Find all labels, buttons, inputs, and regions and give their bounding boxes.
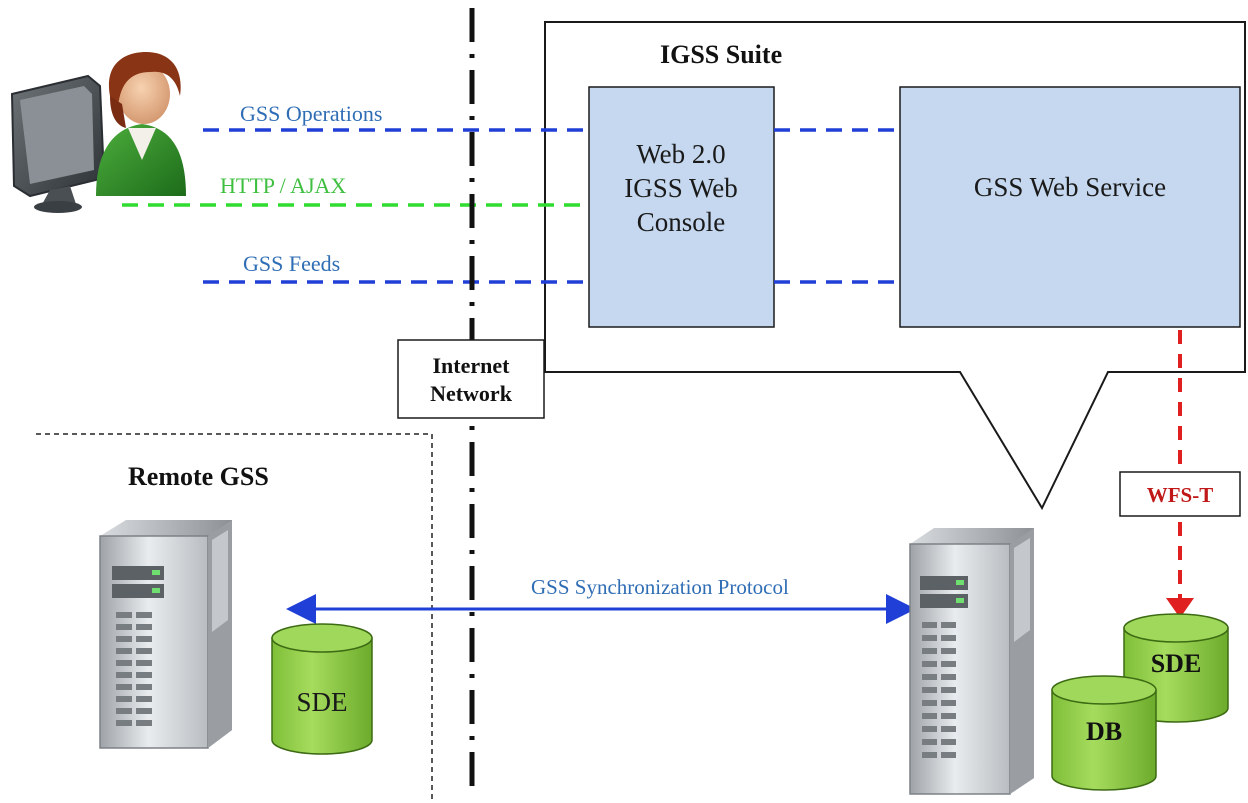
gss-web-service-label: GSS Web Service: [974, 172, 1166, 202]
web-console-label-line2: IGSS Web: [624, 173, 738, 203]
local-server-icon: [909, 528, 1034, 795]
remote-gss-title: Remote GSS: [128, 462, 269, 491]
sync-protocol-label: GSS Synchronization Protocol: [531, 575, 789, 599]
wfs-t-box: [1119, 471, 1241, 517]
feeds-link-label: GSS Feeds: [243, 251, 340, 276]
remote-gss-region: [36, 433, 433, 800]
operations-link-label: GSS Operations: [240, 101, 382, 126]
gss-web-service-box: [899, 86, 1241, 328]
local-db-database-icon: [1051, 675, 1157, 791]
web-console-label-line3: Console: [637, 207, 726, 237]
igss-suite-title: IGSS Suite: [660, 40, 782, 69]
local-sde-label: SDE: [1151, 649, 1202, 678]
internet-network-label-line2: Network: [430, 381, 513, 406]
web-console-box: [588, 86, 775, 328]
internet-network-label-line1: Internet: [433, 353, 511, 378]
internet-network-box: [397, 339, 545, 419]
web-console-label-line1: Web 2.0: [636, 139, 725, 169]
local-db-label: DB: [1086, 717, 1122, 746]
remote-sde-label: SDE: [296, 687, 347, 717]
remote-server-icon: [99, 520, 232, 749]
user-workstation-icon: [10, 52, 186, 213]
wfs-t-arrowhead: [1166, 598, 1194, 618]
http-ajax-link-label: HTTP / AJAX: [220, 173, 346, 198]
remote-sde-database-icon: [271, 623, 373, 755]
wfs-t-label: WFS-T: [1147, 483, 1214, 507]
